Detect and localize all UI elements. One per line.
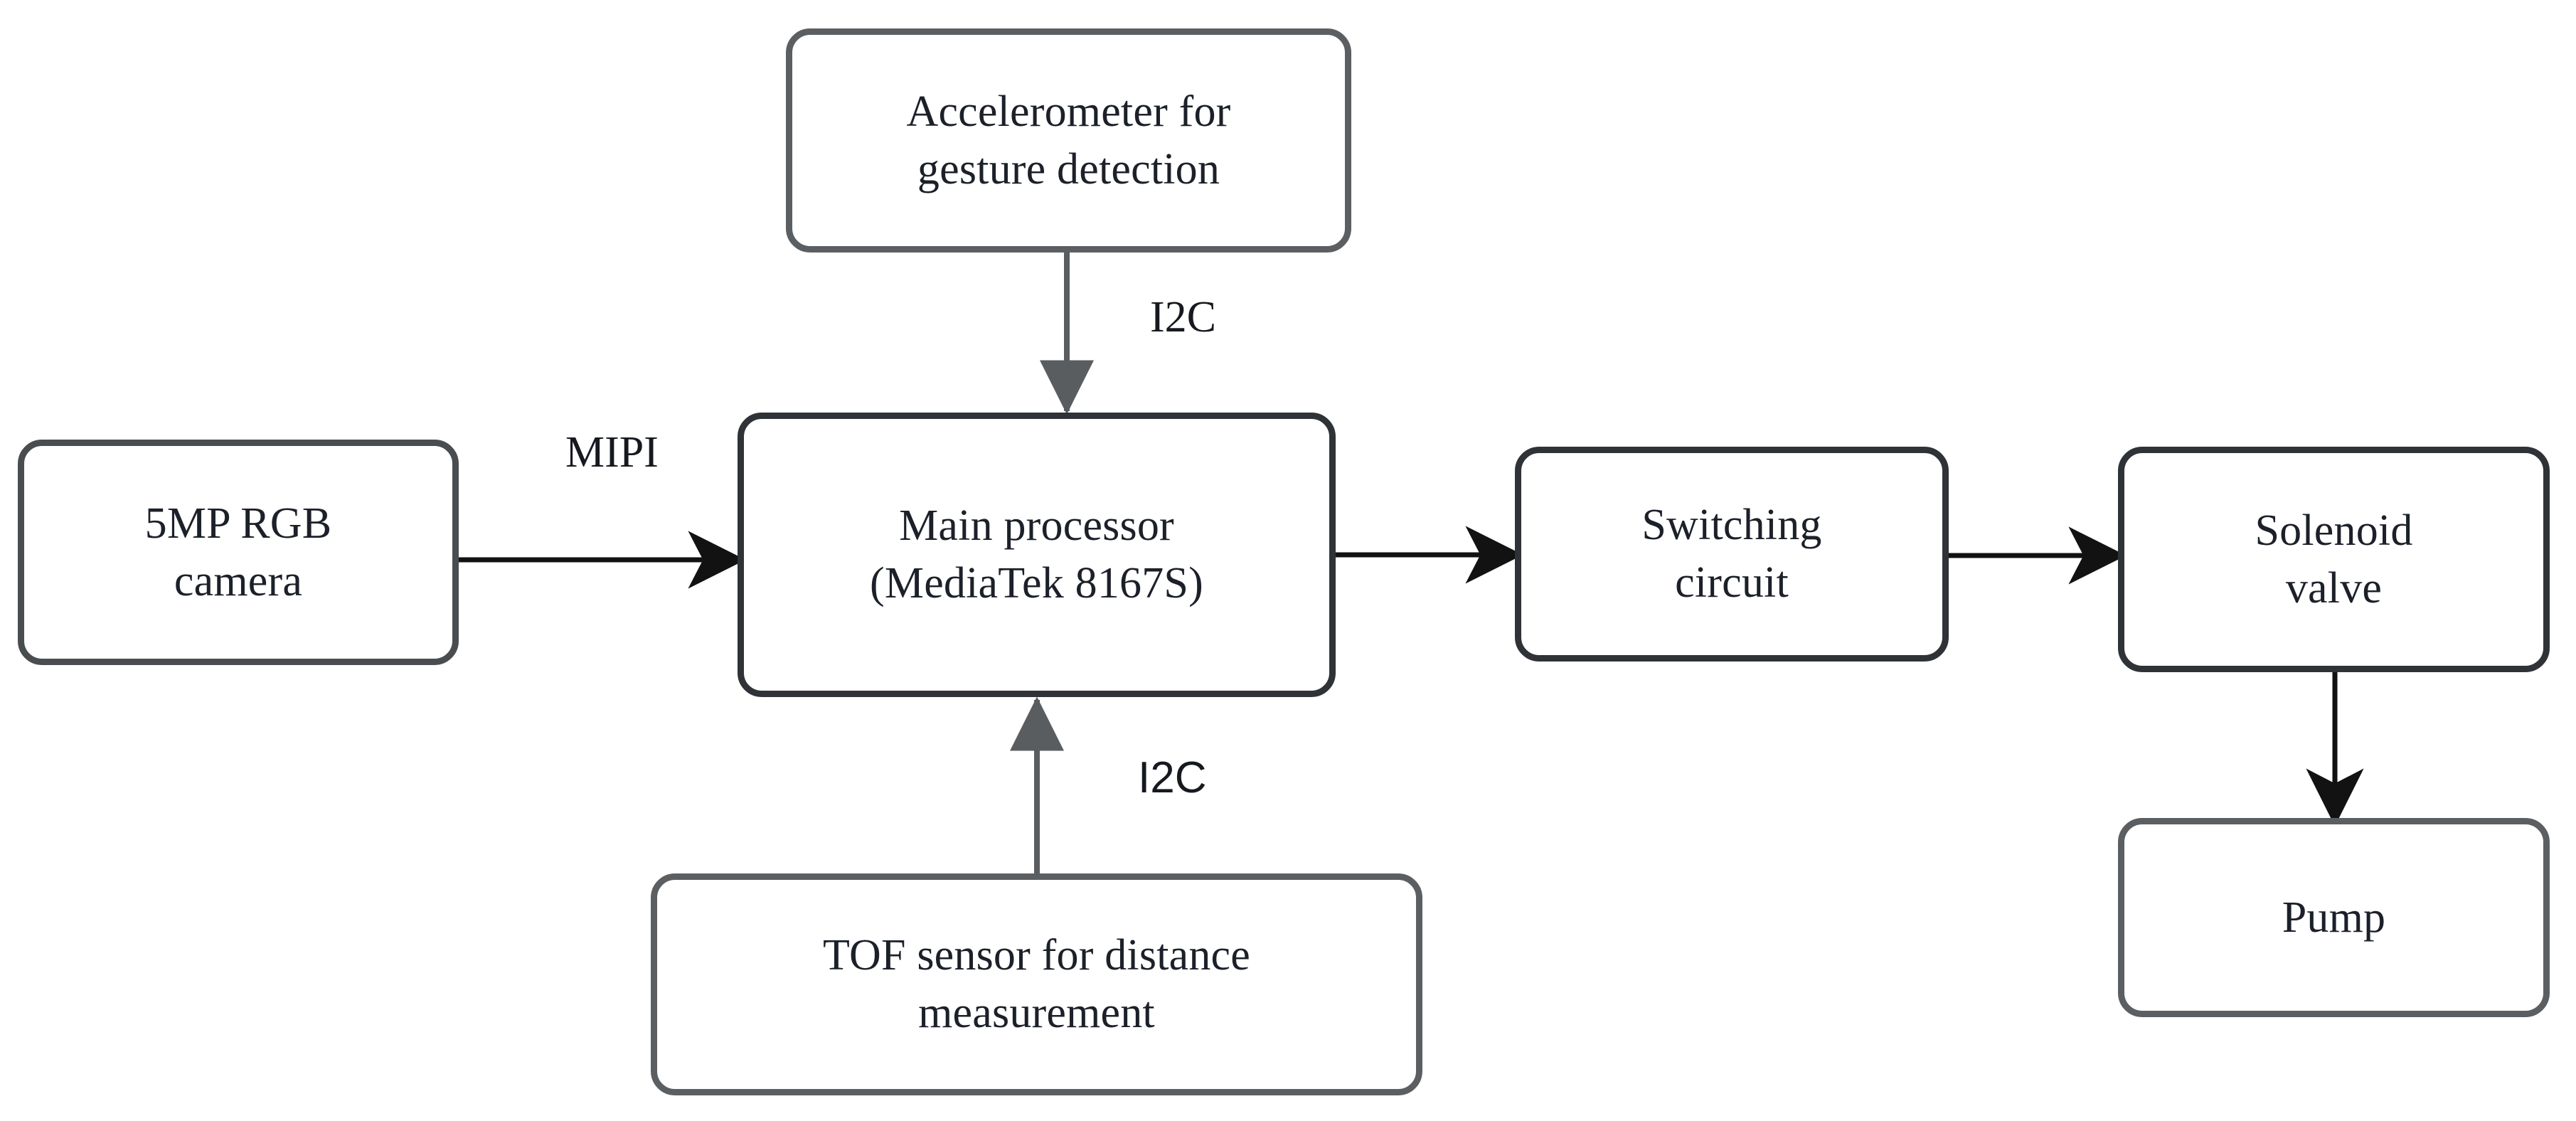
node-accelerometer[interactable]: Accelerometer for gesture detection <box>786 28 1351 253</box>
node-label-pump: Pump <box>2282 893 2386 942</box>
node-tof-sensor[interactable]: TOF sensor for distance measurement <box>651 873 1422 1095</box>
edge-label-mipi: MIPI <box>565 428 659 477</box>
node-switching-circuit[interactable]: Switching circuit <box>1515 447 1949 662</box>
node-label-accelerometer: Accelerometer for gesture detection <box>906 87 1231 193</box>
edge-label-i2c-accelerometer: I2C <box>1150 293 1216 341</box>
node-main-processor[interactable]: Main processor (MediaTek 8167S) <box>738 413 1336 697</box>
node-5mp-rgb-camera[interactable]: 5MP RGB camera <box>18 440 459 665</box>
node-label-camera: 5MP RGB camera <box>144 499 332 605</box>
node-label-processor: Main processor (MediaTek 8167S) <box>870 501 1203 607</box>
node-solenoid-valve[interactable]: Solenoid valve <box>2118 447 2550 672</box>
node-label-tof: TOF sensor for distance measurement <box>823 931 1250 1037</box>
node-label-switching: Switching circuit <box>1641 501 1822 607</box>
edge-label-i2c-tof: I2C <box>1138 753 1207 802</box>
node-pump[interactable]: Pump <box>2118 818 2550 1017</box>
node-label-solenoid: Solenoid valve <box>2255 506 2413 612</box>
